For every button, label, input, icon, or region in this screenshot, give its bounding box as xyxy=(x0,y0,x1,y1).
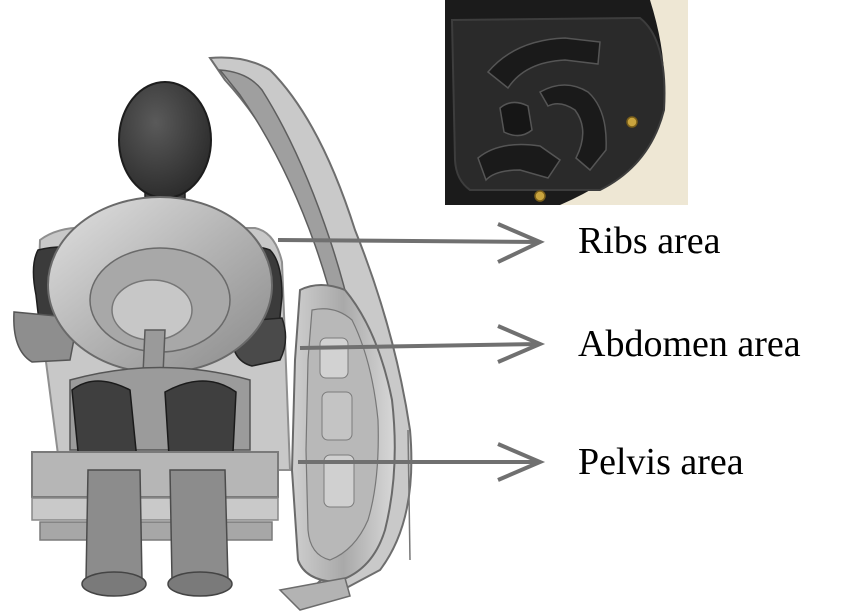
photo-screw-bottom xyxy=(535,191,545,201)
door-sill xyxy=(280,578,350,610)
dummy-head xyxy=(119,82,211,198)
dummy-right-foot xyxy=(168,572,232,596)
seat-base xyxy=(32,498,278,520)
dummy-right-shin xyxy=(170,470,228,580)
seat-rail xyxy=(40,522,272,540)
door-trim-photo xyxy=(445,0,688,205)
crash-test-dummy-illustration xyxy=(14,82,290,596)
label-abdomen-area: Abdomen area xyxy=(578,325,801,363)
dummy-left-shin xyxy=(86,470,142,580)
label-pelvis-area: Pelvis area xyxy=(578,443,744,481)
photo-pad-center xyxy=(500,102,532,135)
label-ribs-area: Ribs area xyxy=(578,222,720,260)
door-pad-abdomen xyxy=(322,392,352,440)
seat-cushion xyxy=(32,452,278,497)
door-pad-ribs xyxy=(320,338,348,378)
dummy-left-foot xyxy=(82,572,146,596)
photo-screw-right xyxy=(627,117,637,127)
